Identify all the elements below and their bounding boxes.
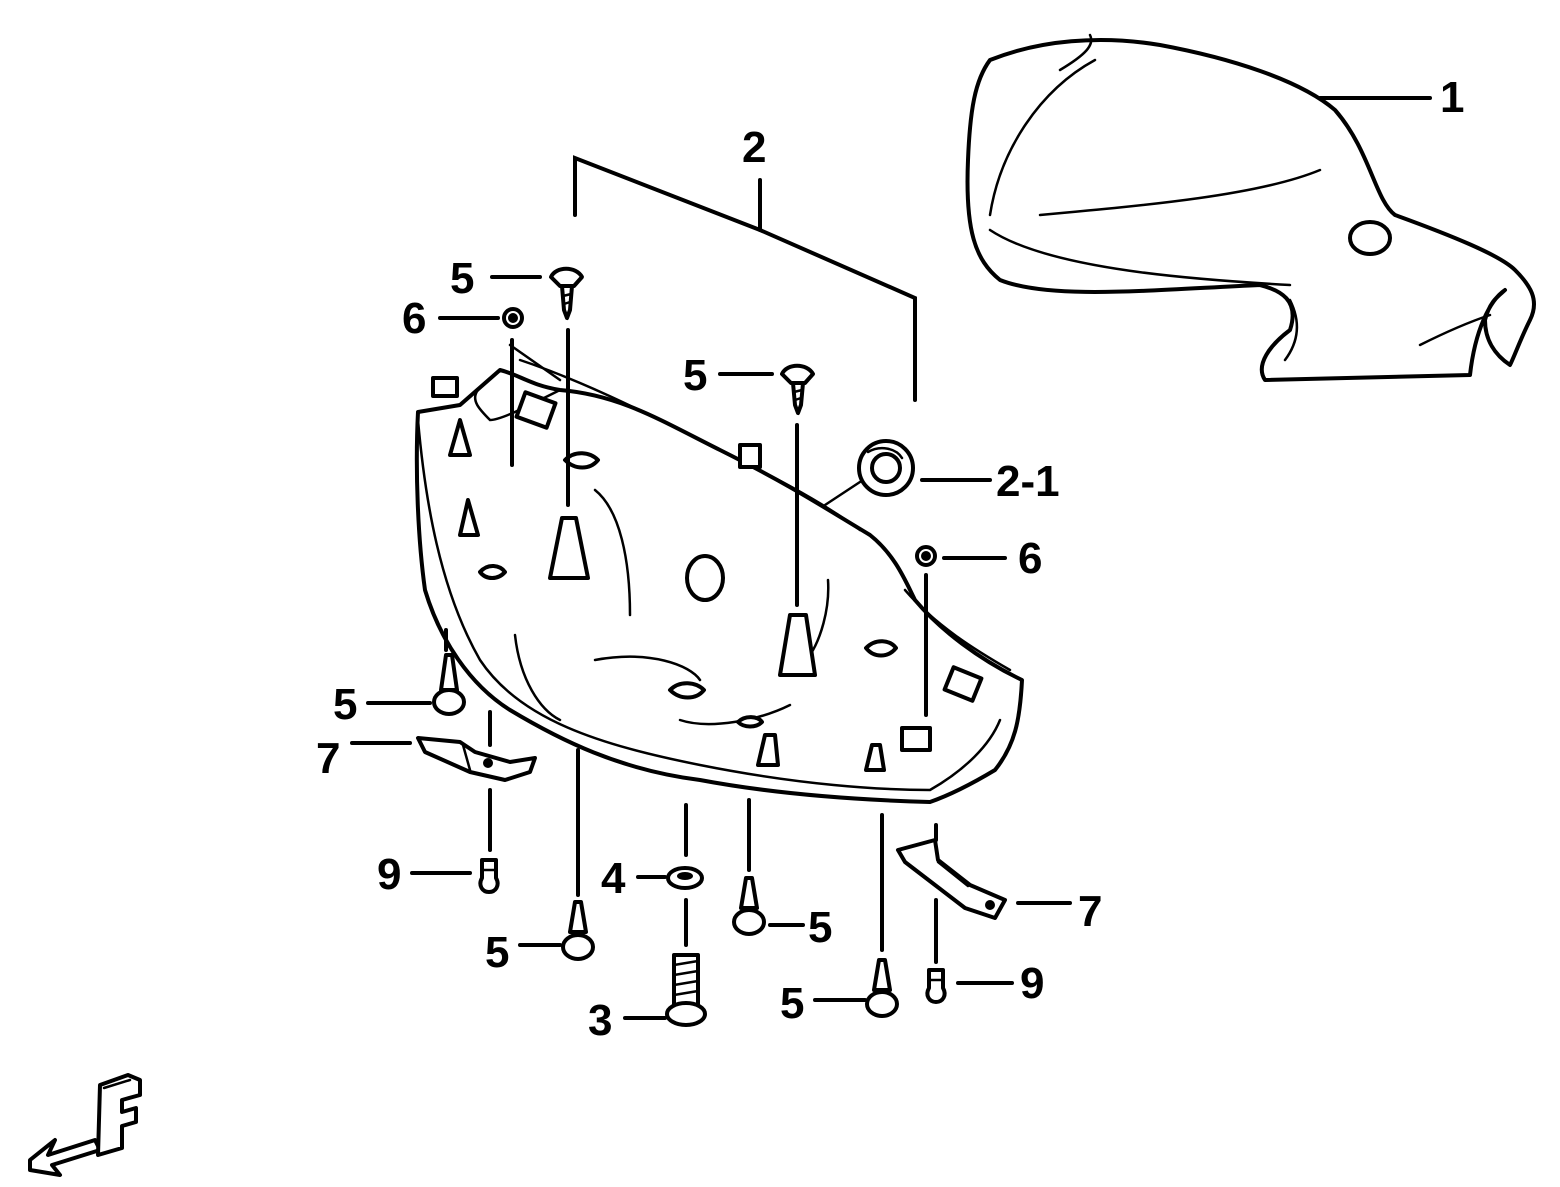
- under-cover-hole: [685, 554, 725, 602]
- callout-4: 4: [601, 854, 626, 903]
- callout-5-bottom-left: 5: [485, 928, 509, 977]
- callout-1: 1: [1440, 73, 1464, 122]
- part-5-bolt-left[interactable]: [432, 653, 466, 716]
- callout-5-bottom-right: 5: [780, 979, 804, 1028]
- part-7-bracket-right[interactable]: [896, 838, 1007, 920]
- callout-2: 2: [742, 123, 766, 172]
- leader-lines: [350, 96, 1432, 1020]
- part-7-bracket-left[interactable]: [416, 736, 537, 782]
- callout-7-left: 7: [316, 734, 340, 783]
- part-1-upper-cover[interactable]: [965, 33, 1536, 382]
- part-5-bolt-bottom-middle[interactable]: [732, 876, 766, 936]
- callout-6-left: 6: [402, 294, 426, 343]
- cover-hole: [1348, 220, 1392, 256]
- part-5-screw-top-middle[interactable]: [780, 363, 815, 415]
- part-5-bolt-bottom-left[interactable]: [561, 900, 595, 961]
- callout-2-1: 2-1: [996, 457, 1060, 506]
- part-9-clip-right[interactable]: [925, 968, 947, 1004]
- part-6-nut-right[interactable]: [915, 545, 937, 567]
- callout-5-top-middle: 5: [683, 351, 707, 400]
- part-6-nut-left[interactable]: [502, 307, 524, 329]
- part-9-clip-left[interactable]: [478, 858, 500, 894]
- part-3-bolt[interactable]: [665, 953, 707, 1027]
- callout-5-bottom-middle: 5: [808, 903, 832, 952]
- front-direction-f-arrow-icon: [28, 1073, 142, 1177]
- callout-5-left: 5: [333, 680, 357, 729]
- callout-labels: 1 2 2-1 5 6 5 6 5 7 9 4 5 3 5 5 7 9: [316, 73, 1464, 1045]
- callout-9-left: 9: [377, 850, 401, 899]
- part-4-washer[interactable]: [666, 866, 704, 890]
- callout-7-right: 7: [1078, 887, 1102, 936]
- part-2-under-cover[interactable]: [414, 343, 1024, 804]
- callout-3: 3: [588, 996, 612, 1045]
- callout-5-top-left: 5: [450, 254, 474, 303]
- part-2-1-grommet[interactable]: [857, 439, 915, 497]
- callout-9-right: 9: [1020, 959, 1044, 1008]
- callout-6-right: 6: [1018, 534, 1042, 583]
- part-5-screw-top-left[interactable]: [549, 266, 584, 320]
- part-5-bolt-bottom-right[interactable]: [865, 958, 899, 1018]
